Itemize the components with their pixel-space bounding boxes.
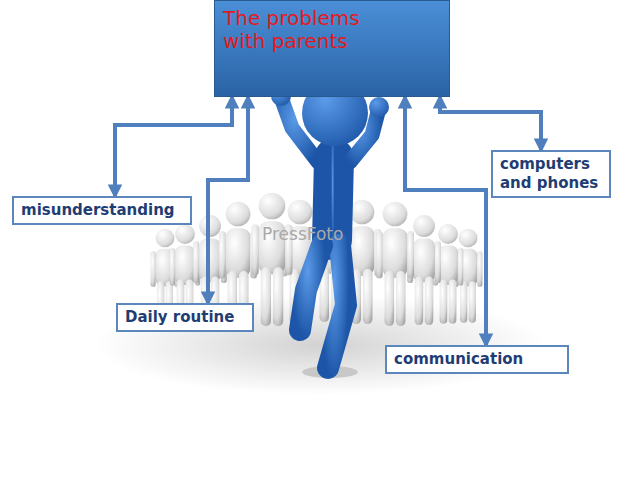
connector-arrow xyxy=(208,97,248,303)
connector-arrow xyxy=(440,97,541,150)
node-text: computers and phones xyxy=(500,155,602,193)
node-text: misunderstanding xyxy=(21,201,183,220)
connector-arrow xyxy=(405,97,486,345)
topic-box: communication xyxy=(385,345,569,374)
topic-box: Daily routine xyxy=(116,303,254,332)
crowd-figure xyxy=(252,193,293,327)
title-box: The problems with parents xyxy=(214,0,450,97)
watermark: PressFoto xyxy=(262,224,343,244)
topic-box: misunderstanding xyxy=(12,196,192,225)
node-text: communication xyxy=(394,350,560,369)
node-text: The problems with parents xyxy=(223,7,398,53)
crowd-figure xyxy=(376,202,414,326)
node-text: Daily routine xyxy=(125,308,245,327)
topic-box: computers and phones xyxy=(491,150,611,198)
